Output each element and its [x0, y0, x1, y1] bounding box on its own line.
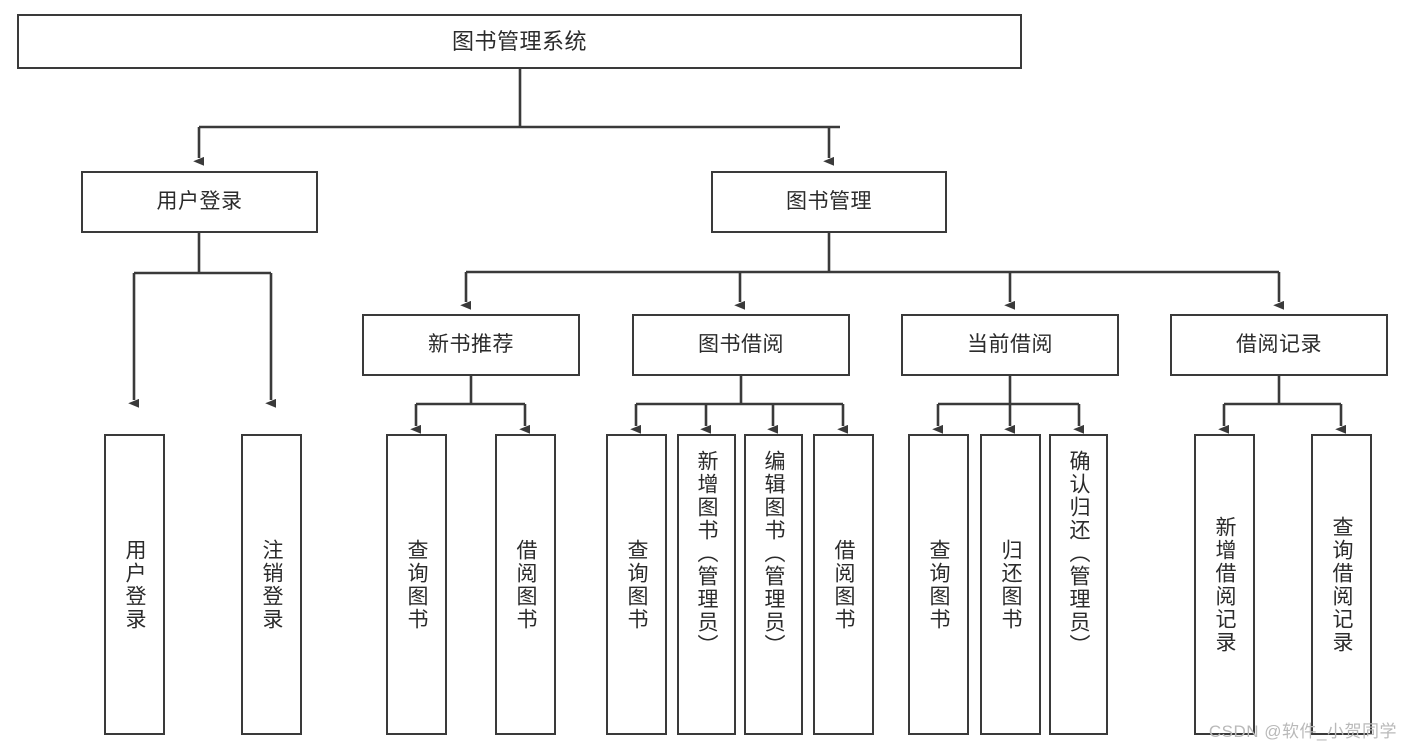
node-label: 编辑图书（管理员） — [762, 450, 785, 657]
node-label: 当前借阅 — [967, 332, 1053, 356]
node-label: 归还图书 — [999, 538, 1022, 631]
node-book-management[interactable]: 图书管理 — [711, 171, 947, 233]
leaf-user-login-logout[interactable]: 注销登录 — [241, 434, 302, 735]
node-label: 新书推荐 — [428, 332, 514, 356]
leaf-current-confirm-return-admin[interactable]: 确认归还（管理员） — [1049, 434, 1108, 735]
node-label: 图书借阅 — [698, 332, 784, 356]
watermark-text: CSDN @软件_小贺同学 — [1208, 722, 1397, 741]
node-label: 查询图书 — [625, 538, 648, 631]
leaf-record-add-record[interactable]: 新增借阅记录 — [1194, 434, 1255, 735]
node-label: 查询借阅记录 — [1330, 515, 1353, 654]
node-label: 用户登录 — [123, 538, 146, 631]
node-label: 注销登录 — [260, 538, 283, 631]
node-borrow-record[interactable]: 借阅记录 — [1170, 314, 1388, 376]
node-label: 新增借阅记录 — [1213, 515, 1236, 654]
leaf-borrow-borrow-book[interactable]: 借阅图书 — [813, 434, 874, 735]
node-label: 用户登录 — [156, 189, 243, 213]
node-label: 图书管理系统 — [451, 28, 587, 54]
node-book-borrow[interactable]: 图书借阅 — [632, 314, 850, 376]
leaf-recommend-borrow-book[interactable]: 借阅图书 — [495, 434, 556, 735]
node-root-system[interactable]: 图书管理系统 — [17, 14, 1022, 69]
leaf-user-login-login[interactable]: 用户登录 — [104, 434, 165, 735]
leaf-borrow-query-book[interactable]: 查询图书 — [606, 434, 667, 735]
node-current-borrow[interactable]: 当前借阅 — [901, 314, 1119, 376]
node-label: 查询图书 — [927, 538, 950, 631]
node-label: 借阅图书 — [832, 538, 855, 631]
node-label: 借阅记录 — [1236, 332, 1322, 356]
node-label: 新增图书（管理员） — [695, 450, 718, 657]
node-user-login[interactable]: 用户登录 — [81, 171, 318, 233]
leaf-record-query-record[interactable]: 查询借阅记录 — [1311, 434, 1372, 735]
leaf-recommend-query-book[interactable]: 查询图书 — [386, 434, 447, 735]
leaf-borrow-edit-book-admin[interactable]: 编辑图书（管理员） — [744, 434, 803, 735]
leaf-current-return-book[interactable]: 归还图书 — [980, 434, 1041, 735]
node-label: 查询图书 — [405, 538, 428, 631]
node-new-book-recommend[interactable]: 新书推荐 — [362, 314, 580, 376]
leaf-borrow-add-book-admin[interactable]: 新增图书（管理员） — [677, 434, 736, 735]
node-label: 图书管理 — [786, 189, 872, 213]
node-label: 确认归还（管理员） — [1067, 450, 1090, 657]
leaf-current-query-book[interactable]: 查询图书 — [908, 434, 969, 735]
node-label: 借阅图书 — [514, 538, 537, 631]
